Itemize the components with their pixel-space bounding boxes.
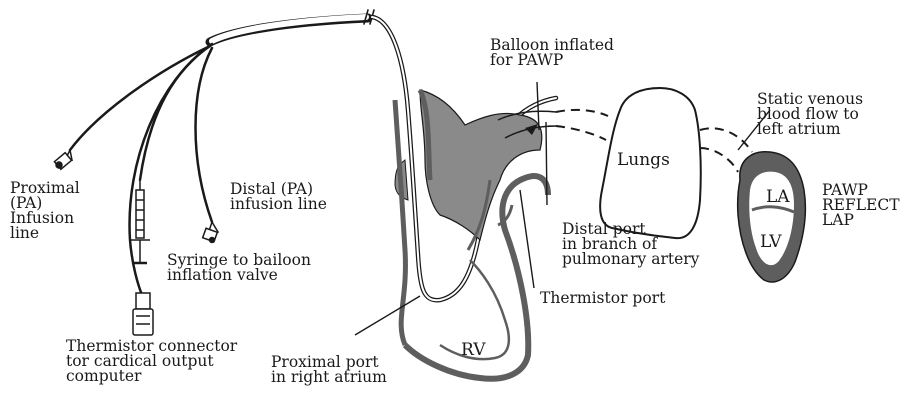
label-thermistor-port: Thermistor port [540, 291, 665, 306]
label-thermistor-connector: Thermistor connector tor cardical output… [66, 339, 237, 384]
label-static-venous: Static venous blood flow to left atrium [757, 92, 863, 137]
right-heart [395, 90, 556, 379]
label-proximal-pa-line: Proximal (PA) Infusion line [10, 181, 80, 241]
label-distal-port: Distal port in branch of pulmonary arter… [562, 222, 699, 267]
syringe-icon [130, 180, 150, 263]
label-proximal-port: Proximal port in right atrium [271, 355, 387, 385]
proximal-connector [54, 150, 72, 169]
label-lungs: Lungs [617, 150, 670, 170]
label-balloon: Balloon inflated for PAWP [490, 38, 614, 68]
distal-connector [203, 222, 218, 243]
label-lv: LV [760, 232, 782, 252]
label-la: LA [766, 187, 790, 207]
distal-line [196, 48, 213, 222]
proximal-line [70, 46, 210, 150]
label-distal-pa-line: Distal (PA) infusion line [230, 182, 327, 212]
thermistor-connector [133, 293, 153, 335]
left-heart [738, 152, 806, 282]
label-syringe: Syringe to bailoon inflation valve [167, 253, 311, 283]
label-rv: RV [461, 340, 486, 360]
label-pawp: PAWP REFLECT LAP [822, 183, 900, 228]
